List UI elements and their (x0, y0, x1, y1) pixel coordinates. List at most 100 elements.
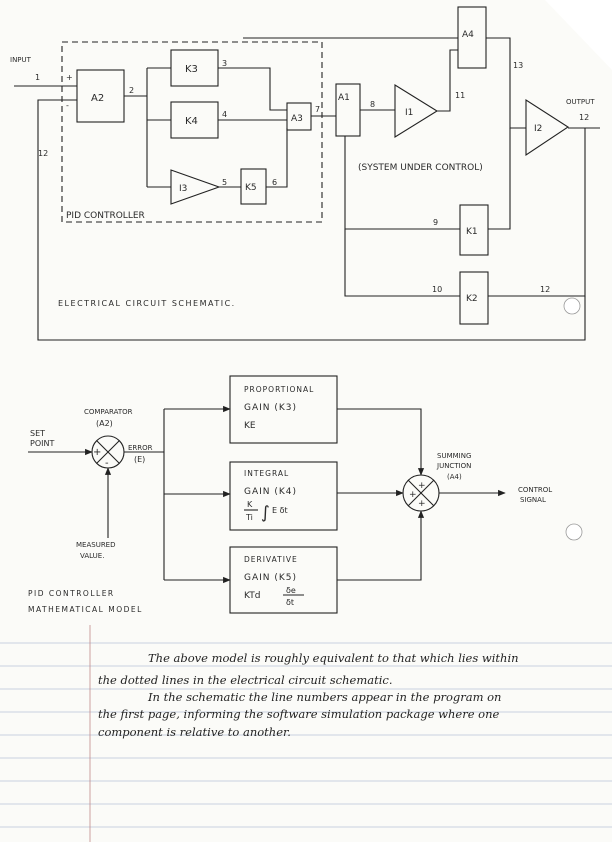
comparator-sign-plus: + (93, 447, 101, 458)
block-k3-label: K3 (185, 64, 198, 75)
block-i1 (394, 84, 439, 138)
comparator-sign-minus: - (105, 458, 109, 469)
pid-model (28, 375, 506, 614)
line-3: 3 (222, 59, 227, 68)
circuit-labels: INPUT OUTPUT A2 K3 K4 A3 I3 K5 A1 I1 A4 … (10, 30, 595, 308)
block-a3-label: A3 (291, 114, 303, 124)
block-k1-label: K1 (466, 227, 478, 237)
block-k1 (459, 204, 489, 256)
line-7: 7 (315, 105, 320, 114)
block-k4-label: K4 (185, 116, 198, 127)
block-a1-label: A1 (338, 93, 350, 103)
block-a2-label: A2 (91, 93, 104, 104)
punch-hole-top (563, 297, 581, 315)
line-12-out: 12 (579, 113, 589, 122)
line-8: 8 (370, 100, 375, 109)
set-point-label-2: POINT (30, 439, 54, 448)
integ-line-2: GAIN (K4) (244, 487, 297, 497)
line-10: 10 (432, 285, 442, 294)
block-i3-label: I3 (179, 184, 187, 194)
summing-label-3: (A4) (447, 473, 462, 481)
arrow-deriv-out (337, 510, 425, 581)
note-line-2: the dotted lines in the electrical circu… (98, 673, 393, 687)
wire-10 (344, 229, 460, 297)
summing-label-1: SUMMING (437, 452, 471, 460)
arrow-prop-out (337, 408, 425, 476)
deriv-line-1: DERIVATIVE (244, 555, 298, 564)
deriv-ktd: KTd (244, 591, 260, 601)
error-label-2: (E) (134, 455, 145, 464)
note-line-3: In the schematic the line numbers appear… (148, 690, 502, 704)
prop-line-1: PROPORTIONAL (244, 385, 314, 394)
note-line-5: component is relative to another. (98, 725, 291, 739)
sign-plus: + (66, 73, 73, 82)
pid-model-labels: SET POINT COMPARATOR (A2) ERROR (E) MEAS… (28, 385, 552, 614)
system-under-control-label: (SYSTEM UNDER CONTROL) (358, 163, 483, 173)
wire-6 (266, 128, 288, 188)
line-5: 5 (222, 178, 227, 187)
pid-controller-boundary (61, 41, 323, 223)
schematic-caption: ELECTRICAL CIRCUIT SCHEMATIC. (58, 299, 236, 308)
wire-11 (437, 49, 458, 112)
summing-sign-left: + (409, 490, 417, 500)
measured-label-1: MEASURED (76, 541, 116, 549)
block-k2-label: K2 (466, 294, 478, 304)
summing-sign-top: + (418, 481, 426, 491)
label-input: INPUT (10, 56, 32, 64)
model-caption-1: PID CONTROLLER (28, 589, 115, 598)
notebook-rule-lines (0, 642, 612, 828)
comparator-label-2: (A2) (96, 419, 113, 428)
block-k5-label: K5 (245, 183, 257, 193)
wire-12-feedback (37, 99, 586, 341)
line-11: 11 (455, 91, 465, 100)
control-signal-label-2: SIGNAL (520, 496, 546, 504)
line-12-feedback: 12 (38, 149, 48, 158)
integral-sign: ∫ (261, 503, 270, 523)
comparator-label-1: COMPARATOR (84, 408, 133, 416)
line-12-k2: 12 (540, 285, 550, 294)
measured-label-2: VALUE. (80, 552, 104, 560)
line-2: 2 (129, 86, 134, 95)
summing-cross-2 (407, 479, 435, 507)
integ-line-1: INTEGRAL (244, 469, 289, 478)
summing-sign-bottom: + (418, 499, 426, 509)
set-point-label-1: SET (30, 429, 45, 438)
wire-k1-out (488, 128, 511, 230)
wire-12-out (488, 128, 586, 297)
integ-ti: Ti (245, 513, 253, 522)
line-4: 4 (222, 110, 227, 119)
deriv-num: δe (286, 586, 296, 595)
line-6: 6 (272, 178, 277, 187)
wire-3 (218, 67, 287, 111)
circuit-schematic (14, 6, 600, 341)
label-output: OUTPUT (566, 98, 595, 106)
folded-corner (545, 0, 612, 70)
block-a1 (335, 83, 361, 137)
line-9: 9 (433, 218, 438, 227)
block-i1-label: I1 (405, 108, 413, 118)
block-a4-label: A4 (462, 30, 474, 40)
punch-hole-bottom (565, 523, 583, 541)
model-caption-2: MATHEMATICAL MODEL (28, 605, 143, 614)
block-i2-label: I2 (534, 124, 542, 134)
comparator-cross-2 (96, 440, 120, 464)
line-13: 13 (513, 61, 523, 70)
note-line-4: the first page, informing the software s… (98, 707, 500, 721)
summing-label-2: JUNCTION (436, 462, 471, 470)
error-label-1: ERROR (128, 444, 153, 452)
sign-minus: - (66, 101, 69, 110)
deriv-line-2: GAIN (K5) (244, 573, 297, 583)
wire-13 (486, 37, 526, 129)
prop-formula: KE (244, 421, 256, 431)
deriv-den: δt (286, 598, 294, 607)
wire-9 (344, 136, 460, 230)
note-line-1: The above model is roughly equivalent to… (148, 651, 519, 665)
integ-tail: E δt (272, 506, 288, 515)
line-1: 1 (35, 73, 40, 82)
block-k2 (459, 271, 489, 325)
pid-controller-label: PID CONTROLLER (66, 211, 145, 221)
prop-line-2: GAIN (K3) (244, 403, 297, 413)
block-i2 (525, 98, 570, 157)
